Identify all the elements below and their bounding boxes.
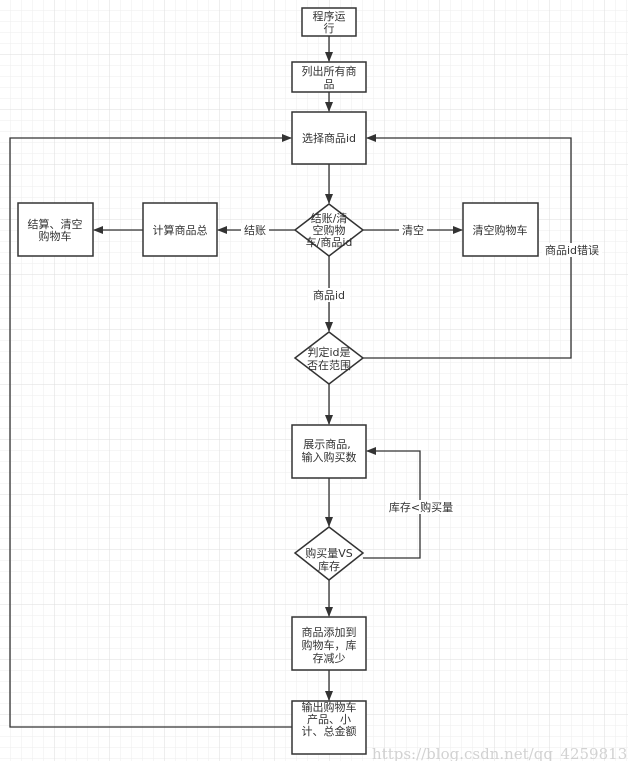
label-product-id: 商品id xyxy=(313,288,345,302)
svg-text:结账/清空购物车/商品id: 结账/清空购物车/商品id xyxy=(306,212,353,249)
label-id-error: 商品id错误 xyxy=(545,243,599,257)
svg-text:计算商品总: 计算商品总 xyxy=(153,223,208,237)
svg-text:展示商品,输入购买数: 展示商品,输入购买数 xyxy=(302,437,357,464)
node-select-product: 选择商品id xyxy=(291,111,367,165)
node-list-products: 列出所有商品 xyxy=(291,61,367,93)
node-output-cart: 输出购物车产品、小计、总金额 xyxy=(291,700,367,755)
node-start: 程序运行 xyxy=(301,7,357,37)
node-clear-cart: 清空购物车 xyxy=(462,202,539,257)
svg-text:输出购物车产品、小计、总金额: 输出购物车产品、小计、总金额 xyxy=(302,700,357,738)
svg-text:列出所有商品: 列出所有商品 xyxy=(302,64,357,91)
edge-labels: 结账 清空 商品id 商品id错误 库存<购买量 xyxy=(241,223,602,514)
svg-text:清空购物车: 清空购物车 xyxy=(473,223,528,237)
node-decision-action: 结账/清空购物车/商品id xyxy=(293,203,365,257)
label-checkout: 结账 xyxy=(244,224,266,237)
svg-text:选择商品id: 选择商品id xyxy=(302,131,356,145)
node-settle: 结算、清空购物车 xyxy=(17,202,94,257)
svg-text:结算、清空购物车: 结算、清空购物车 xyxy=(28,217,83,243)
node-check-id: 判定id是否在范围 xyxy=(293,331,365,385)
node-calc-total: 计算商品总 xyxy=(142,202,218,257)
node-add-to-cart: 商品添加到购物车，库存减少 xyxy=(291,616,367,671)
label-stock-low: 库存<购买量 xyxy=(389,500,453,514)
label-clear: 清空 xyxy=(402,223,424,237)
edge-output-loop xyxy=(9,134,292,728)
node-show-product: 展示商品,输入购买数 xyxy=(291,424,367,479)
svg-text:判定id是否在范围: 判定id是否在范围 xyxy=(307,345,351,372)
svg-text:商品添加到购物车，库存减少: 商品添加到购物车，库存减少 xyxy=(302,625,357,665)
watermark: https://blog.csdn.net/qq_42598133 xyxy=(372,745,628,761)
svg-text:程序运行: 程序运行 xyxy=(313,9,346,35)
